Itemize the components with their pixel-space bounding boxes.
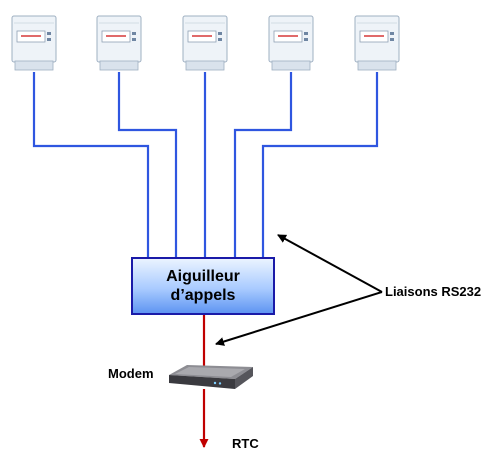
callout-arrow-lower [215, 291, 383, 346]
call-router-label-line1: Aiguilleur [166, 268, 240, 285]
call-router-label: Aiguilleur d’appels [166, 267, 240, 305]
rs232-links-label: Liaisons RS232 [385, 284, 482, 299]
rs232-link-1 [32, 72, 150, 258]
rtc-label: RTC [232, 436, 259, 451]
rs232-link-5 [261, 72, 379, 258]
modem-icon [165, 361, 257, 393]
call-router-box: Aiguilleur d’appels [131, 257, 275, 315]
callout-arrow-upper [277, 234, 383, 293]
modem-label: Modem [108, 366, 154, 381]
meter-device [96, 15, 142, 71]
call-router-label-line2: d’appels [170, 287, 236, 304]
meter-device [11, 15, 57, 71]
meter-device [268, 15, 314, 71]
rs232-link-2 [117, 72, 178, 258]
rs232-link-4 [233, 72, 293, 258]
meter-device [354, 15, 400, 71]
meter-device [182, 15, 228, 71]
